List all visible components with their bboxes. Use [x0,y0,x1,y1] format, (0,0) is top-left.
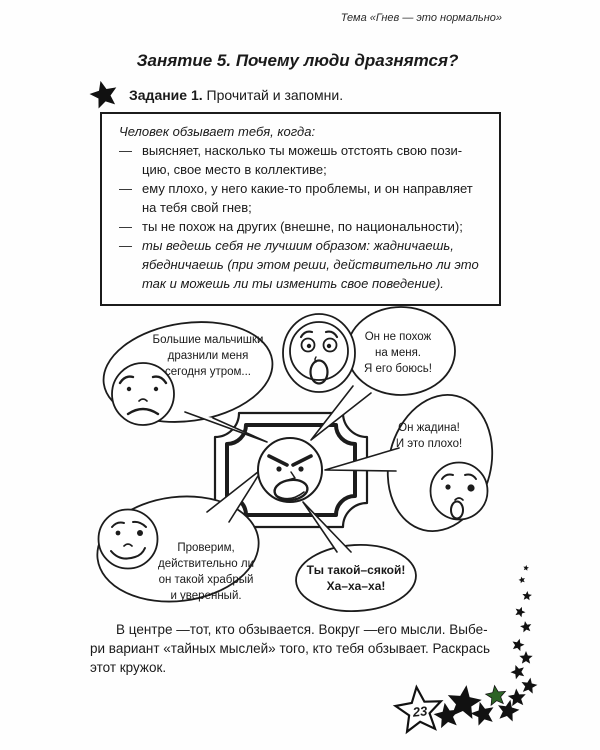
list-item: — ты ведешь себя не лучшим образом: жадн… [119,236,484,293]
angry-face-icon [257,437,323,503]
sad-face-icon [111,362,175,426]
task-label: Задание 1. Прочитай и запомни. [129,87,343,103]
teasing-illustration [96,306,494,613]
bubble-text-top-right: Он не похож на меня. Я его боюсь! [364,331,432,375]
bubble-text-bottom-center: Ты такой–сякой! Ха–ха–ха! [306,563,406,593]
instruction-paragraph: В центре —тот, кто обзывается. Вокруг —е… [90,622,490,675]
bullet-text: ты не похож на других (внешне, по национ… [142,219,463,234]
bullet-text: ему плохо, у него какие-то проблемы, и о… [142,181,473,215]
scared-face-icon [282,313,356,393]
dash-marker: — [119,238,132,253]
task-number: Задание 1. [129,87,203,103]
page-title: Занятие 5. Почему люди дразнятся? [136,51,459,70]
bubble-tails [184,385,400,553]
trail-stars [432,564,539,729]
smirk-face-icon [97,508,159,570]
page-header: Тема «Гнев — это нормально» [340,12,502,24]
bubble-text-top-left: Большие мальчишки дразнили меня сегодня … [152,334,264,378]
task-text: Прочитай и запомни. [206,87,344,103]
list-item: — ему плохо, у него какие-то проблемы, и… [119,179,484,217]
black-star-icon [88,80,121,110]
dash-marker: — [119,219,132,234]
rules-box: Человек обзывает тебя, когда: — выясняет… [100,112,501,306]
bubble-text-bottom-left: Проверим, действительно ли он такой храб… [157,542,254,602]
bullet-text: выясняет, насколько ты можешь отстоять с… [142,143,463,177]
green-star [485,684,507,706]
task-heading: Задание 1. Прочитай и запомни. [88,80,343,110]
list-item: — ты не похож на других (внешне, по наци… [119,217,484,236]
bubble-bottom-center [295,543,417,613]
dash-marker: — [119,181,132,196]
bullet-text: ты ведешь себя не лучшим образом: жаднич… [142,238,479,291]
dash-marker: — [119,143,132,158]
bubble-text-right: Он жадина! И это плохо! [395,422,463,450]
worried-face-icon [429,461,489,521]
rules-intro: Человек обзывает тебя, когда: [119,124,316,139]
list-item: — выясняет, насколько ты можешь отстоять… [119,141,484,179]
